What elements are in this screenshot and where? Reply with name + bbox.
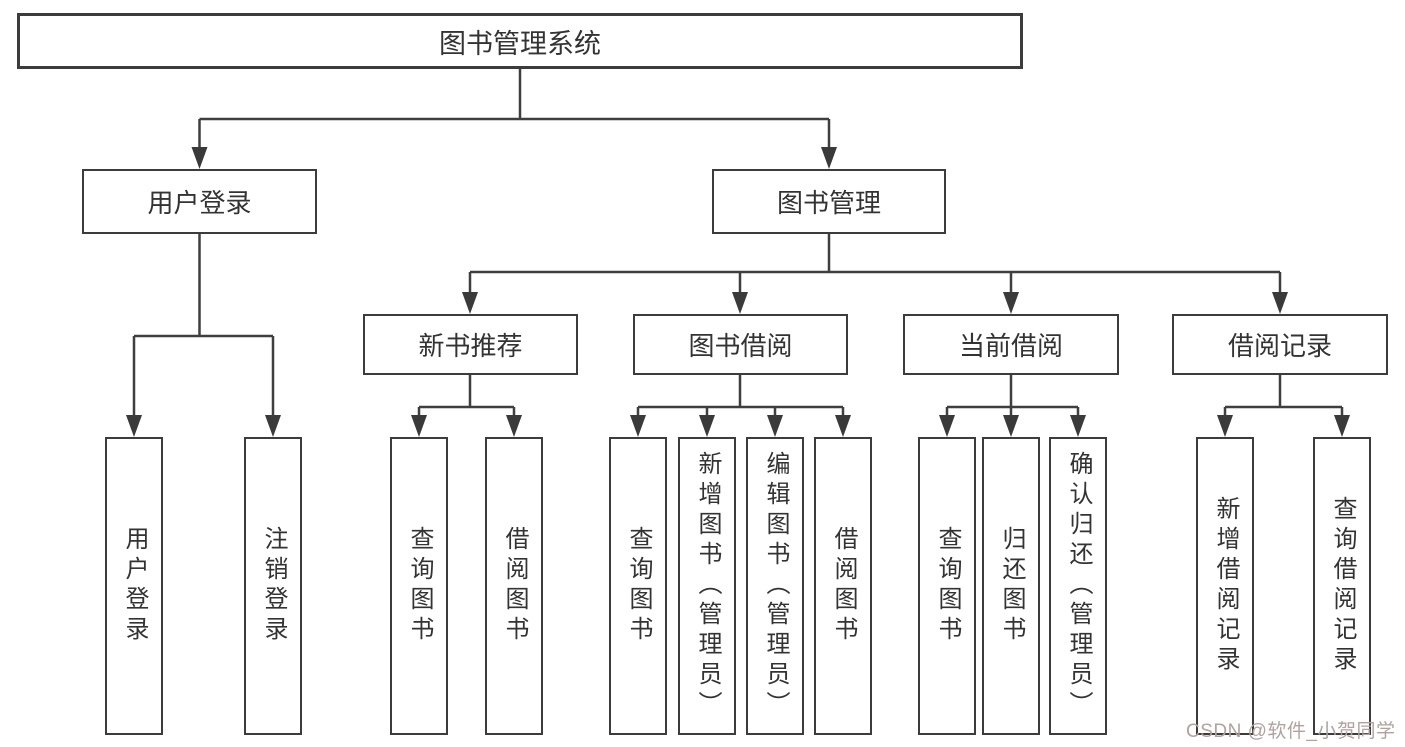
node-label: 新书推荐 xyxy=(418,331,523,361)
arrowhead-icon xyxy=(835,415,851,437)
leaf-confirm-return-admin: 确认归还（管理员） xyxy=(1049,437,1107,735)
arrowhead-icon xyxy=(1272,292,1288,314)
node-label: 新增图书（管理员） xyxy=(694,451,721,721)
arrowhead-icon xyxy=(1003,415,1019,437)
node-user-login: 用户登录 xyxy=(82,169,317,234)
arrowhead-icon xyxy=(1334,415,1350,437)
node-current-borrow: 当前借阅 xyxy=(903,314,1119,375)
arrowheads xyxy=(126,147,1350,437)
arrowhead-icon xyxy=(1217,415,1233,437)
leaf-borrow-book: 借阅图书 xyxy=(814,437,872,735)
arrowhead-icon xyxy=(699,415,715,437)
arrowhead-icon xyxy=(630,415,646,437)
node-label: 查询图书 xyxy=(406,526,433,646)
leaf-logout: 注销登录 xyxy=(244,437,302,735)
node-label: 查询借阅记录 xyxy=(1329,496,1356,676)
node-book-borrow: 图书借阅 xyxy=(633,314,848,375)
node-label: 用户登录 xyxy=(121,526,148,646)
node-new-book-recommend: 新书推荐 xyxy=(363,314,578,375)
node-label: 查询图书 xyxy=(625,526,652,646)
leaf-add-borrow-record: 新增借阅记录 xyxy=(1196,437,1254,735)
arrowhead-icon xyxy=(1070,415,1086,437)
leaf-add-book-admin: 新增图书（管理员） xyxy=(678,437,736,735)
node-root: 图书管理系统 xyxy=(17,13,1023,69)
leaf-edit-book-admin: 编辑图书（管理员） xyxy=(746,437,804,735)
arrowhead-icon xyxy=(1003,292,1019,314)
node-label: 借阅图书 xyxy=(501,526,528,646)
node-label: 图书管理 xyxy=(776,188,881,218)
node-borrow-records: 借阅记录 xyxy=(1172,314,1388,375)
connector-path xyxy=(132,69,1344,419)
node-label: 图书管理系统 xyxy=(439,28,601,59)
arrowhead-icon xyxy=(191,147,208,169)
node-label: 编辑图书（管理员） xyxy=(762,451,789,721)
node-book-management: 图书管理 xyxy=(712,169,946,234)
arrowhead-icon xyxy=(939,415,955,437)
arrowhead-icon xyxy=(462,292,478,314)
node-label: 归还图书 xyxy=(998,526,1025,646)
node-label: 注销登录 xyxy=(260,526,287,646)
leaf-borrow-book-recommend: 借阅图书 xyxy=(485,437,543,735)
leaf-query-borrow-record: 查询借阅记录 xyxy=(1313,437,1371,735)
arrowhead-icon xyxy=(126,415,142,437)
arrowhead-icon xyxy=(411,415,427,437)
node-label: 查询图书 xyxy=(934,526,961,646)
leaf-query-book-current: 查询图书 xyxy=(918,437,976,735)
node-label: 图书借阅 xyxy=(688,331,793,361)
arrowhead-icon xyxy=(821,147,837,169)
node-label: 借阅记录 xyxy=(1227,331,1332,361)
arrowhead-icon xyxy=(732,292,748,314)
arrowhead-icon xyxy=(265,415,281,437)
node-label: 用户登录 xyxy=(147,188,252,218)
node-label: 借阅图书 xyxy=(830,526,857,646)
leaf-return-book: 归还图书 xyxy=(982,437,1040,735)
leaf-query-book-borrow: 查询图书 xyxy=(609,437,667,735)
node-label: 当前借阅 xyxy=(958,331,1063,361)
leaf-query-book-recommend: 查询图书 xyxy=(390,437,448,735)
leaf-user-login: 用户登录 xyxy=(105,437,163,735)
node-label: 确认归还（管理员） xyxy=(1065,451,1092,721)
arrowhead-icon xyxy=(506,415,522,437)
csdn-watermark: CSDN @软件_小贺同学 xyxy=(1186,721,1396,742)
node-label: 新增借阅记录 xyxy=(1212,496,1239,676)
arrowhead-icon xyxy=(767,415,783,437)
